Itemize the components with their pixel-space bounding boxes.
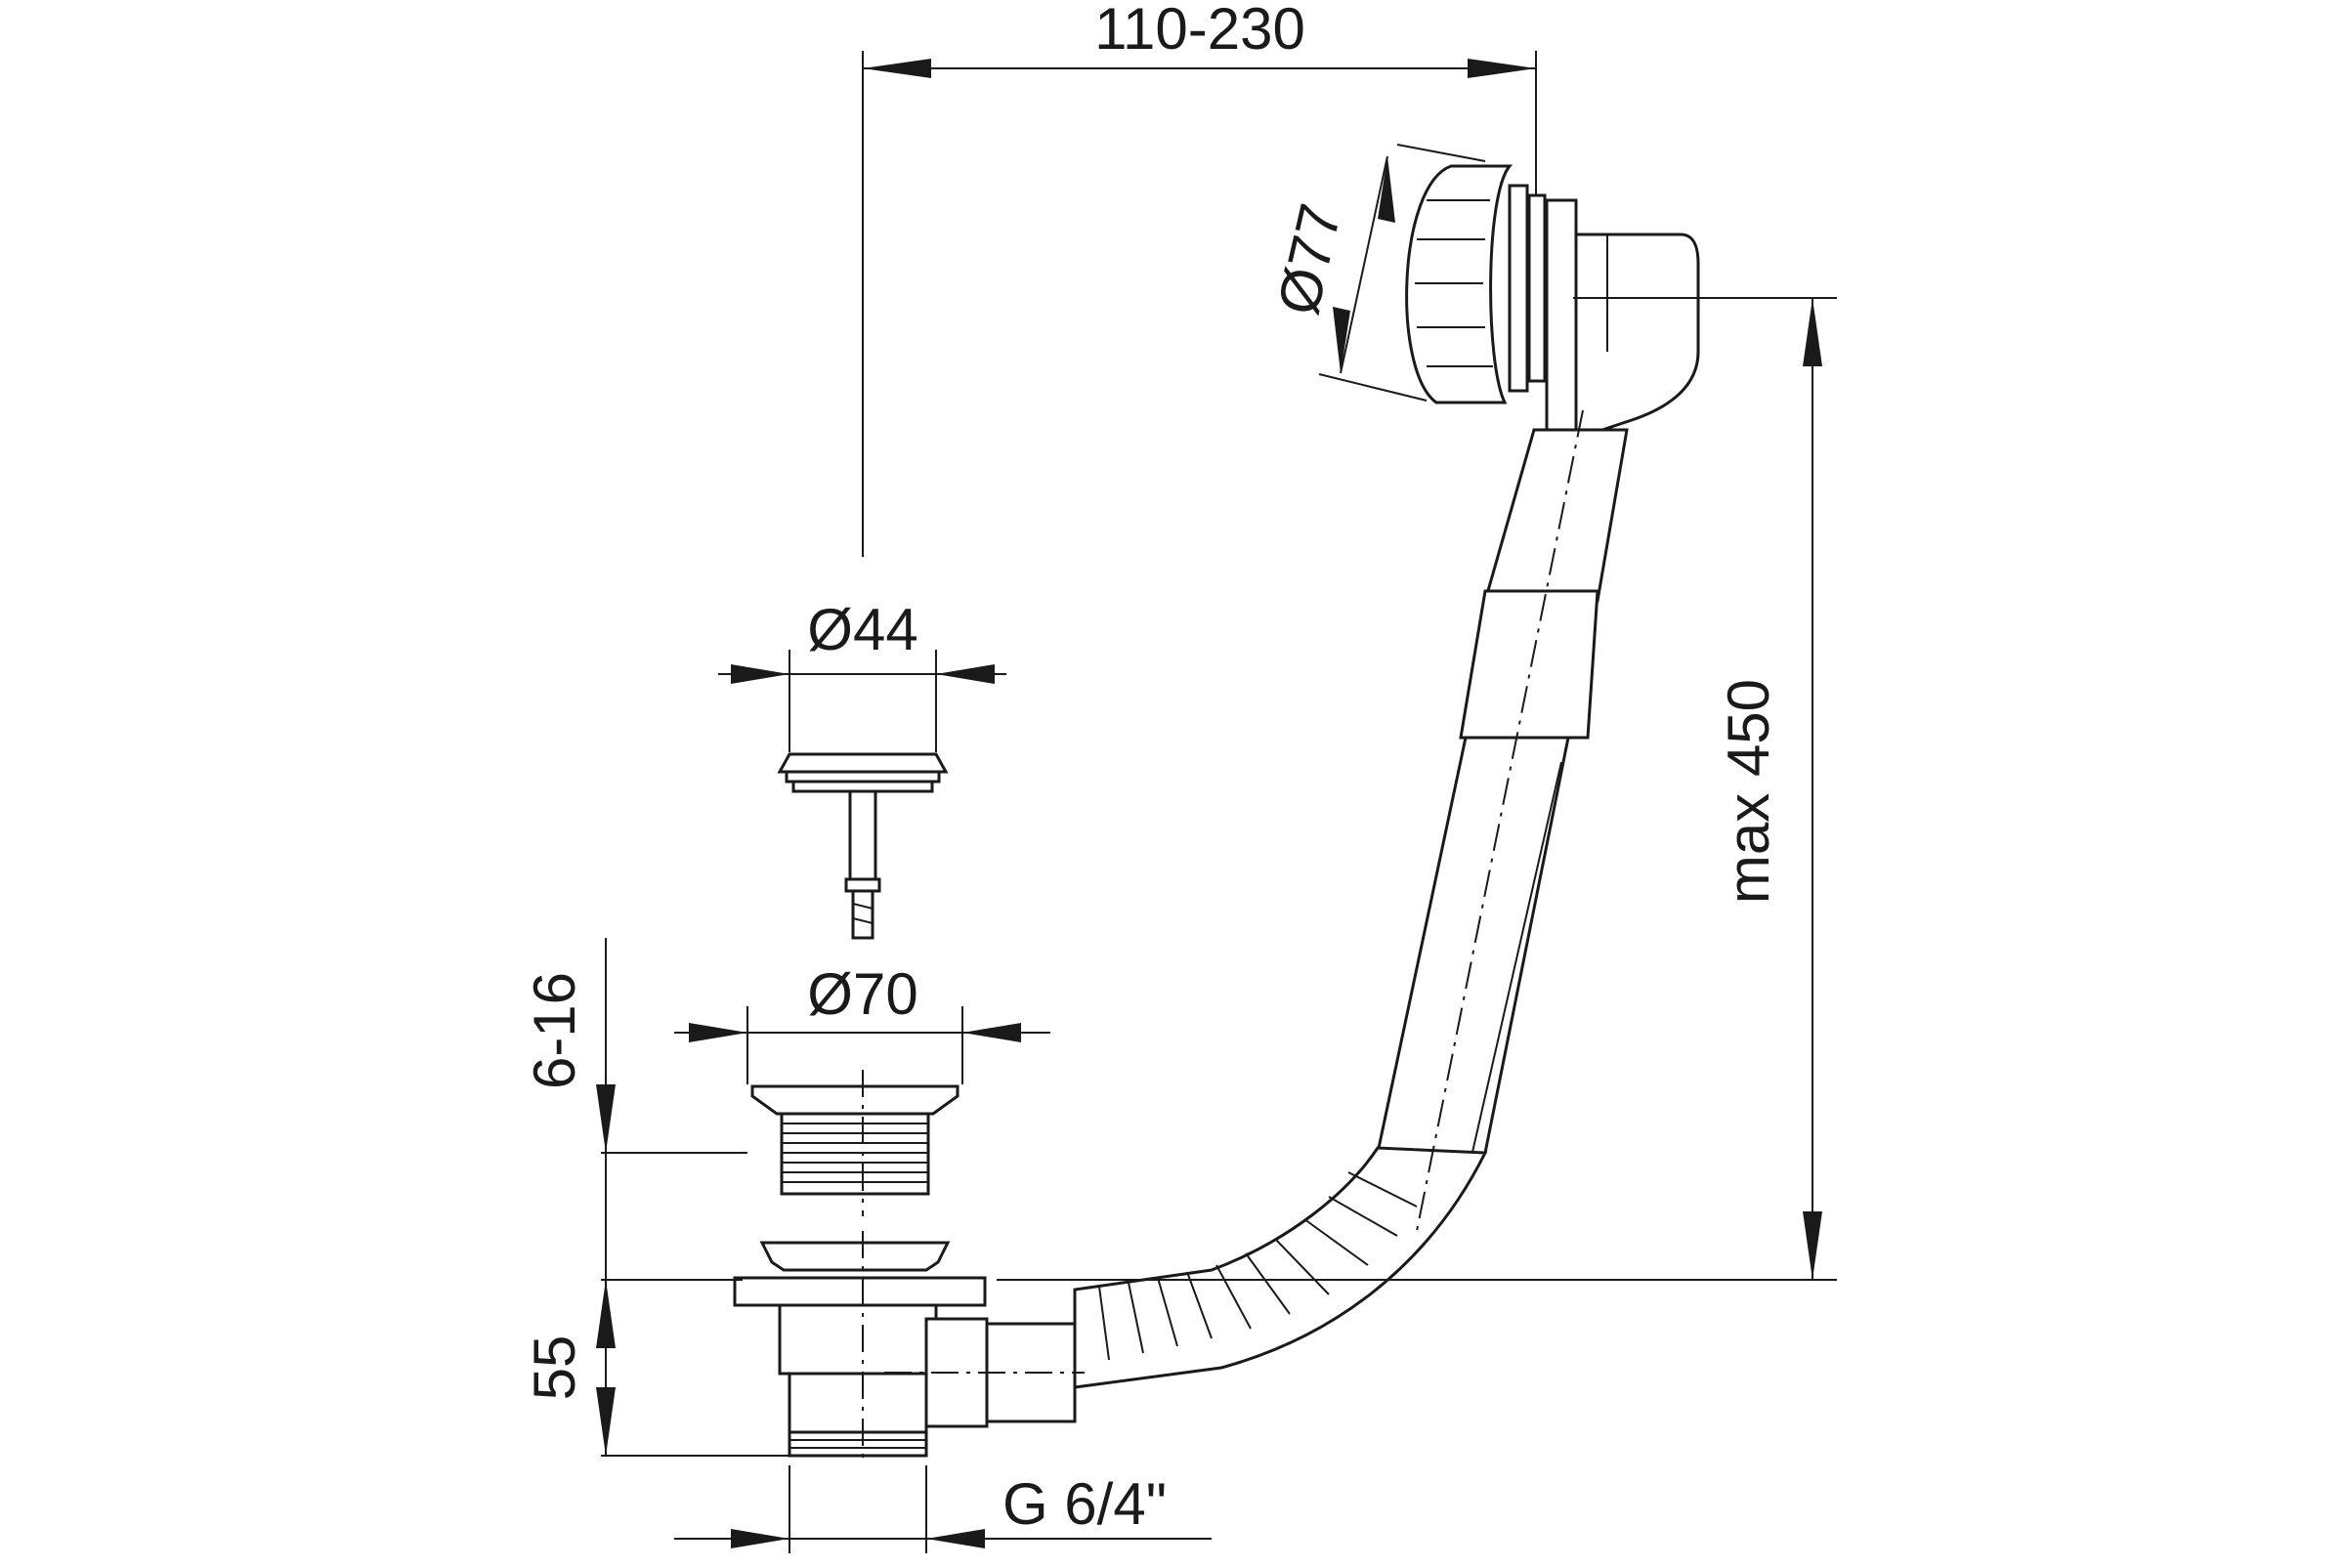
overflow-head: Ø77 (1265, 144, 1837, 432)
overflow-tube (1073, 409, 1629, 1389)
arrow-thread-left (731, 1529, 789, 1548)
overflow-washer-2 (1527, 193, 1547, 383)
corrugated-hose (1073, 1146, 1488, 1389)
label-body-height: 55 (522, 1335, 587, 1401)
waste-top-washer (759, 1241, 951, 1272)
arrow-height-bottom (1803, 1211, 1822, 1280)
arrow-70-left (689, 1023, 747, 1042)
label-width-range: 110-230 (1094, 0, 1305, 62)
ext-line-77-bottom (1318, 373, 1428, 402)
arrow-44-left (731, 664, 789, 684)
flange-assembly: Ø70 6-16 (522, 938, 1050, 1456)
overflow-flange (1545, 198, 1578, 432)
arrow-44-right (936, 664, 995, 684)
plug-stem-tip (851, 889, 874, 940)
waste-thread-ring (788, 1430, 928, 1458)
label-plug-diameter: Ø44 (807, 597, 917, 662)
label-flange-diameter: Ø70 (807, 961, 917, 1027)
ext-line-77-top (1396, 144, 1486, 162)
label-thread-size: G 6/4" (1002, 1471, 1167, 1537)
overflow-washer-1 (1508, 184, 1529, 393)
arrow-thread-right (926, 1529, 985, 1548)
arrow-77-bottom (1333, 307, 1350, 373)
arrow-height-top (1803, 298, 1822, 366)
tube-sleeve (1459, 589, 1599, 740)
label-thickness-range: 6-16 (522, 972, 587, 1089)
arrow-616-top (596, 1084, 616, 1153)
flange-threads (782, 1123, 928, 1183)
arrow-77-top (1378, 156, 1395, 223)
label-overflow-diameter: Ø77 (1265, 198, 1354, 321)
waste-body-upper (778, 1303, 938, 1376)
arrow-70-right (962, 1023, 1021, 1042)
stem-thread-1 (852, 903, 874, 910)
arrow-55-top (596, 1280, 616, 1348)
plug-cap (777, 752, 949, 774)
plug-stem (848, 789, 877, 881)
waste-flange-plate (733, 1276, 987, 1307)
tube-lower (1376, 736, 1570, 1155)
stem-thread-2 (852, 917, 874, 924)
tube-upper (1483, 428, 1629, 603)
rosette-ribs (1415, 199, 1493, 367)
arrow-left (863, 59, 931, 78)
dimension-line-77 (1340, 155, 1388, 374)
plug-assembly: Ø44 (718, 597, 1006, 940)
overflow-elbow (1574, 233, 1700, 432)
dimension-width: 110-230 (862, 0, 1537, 557)
dimension-height: max 450 (997, 298, 1837, 1281)
waste-body: 55 G 6/4" (522, 1231, 1212, 1553)
hose-corrugations (1098, 1171, 1418, 1361)
flange-top (750, 1084, 959, 1116)
plug-stem-collar (844, 877, 881, 893)
arrow-right (1468, 59, 1536, 78)
arrow-55-bottom (596, 1387, 616, 1456)
label-max-height: max 450 (1716, 679, 1781, 904)
waste-thread-lines (789, 1439, 926, 1449)
tube-inner-line (1465, 761, 1562, 1183)
waste-body-lower (788, 1372, 928, 1434)
